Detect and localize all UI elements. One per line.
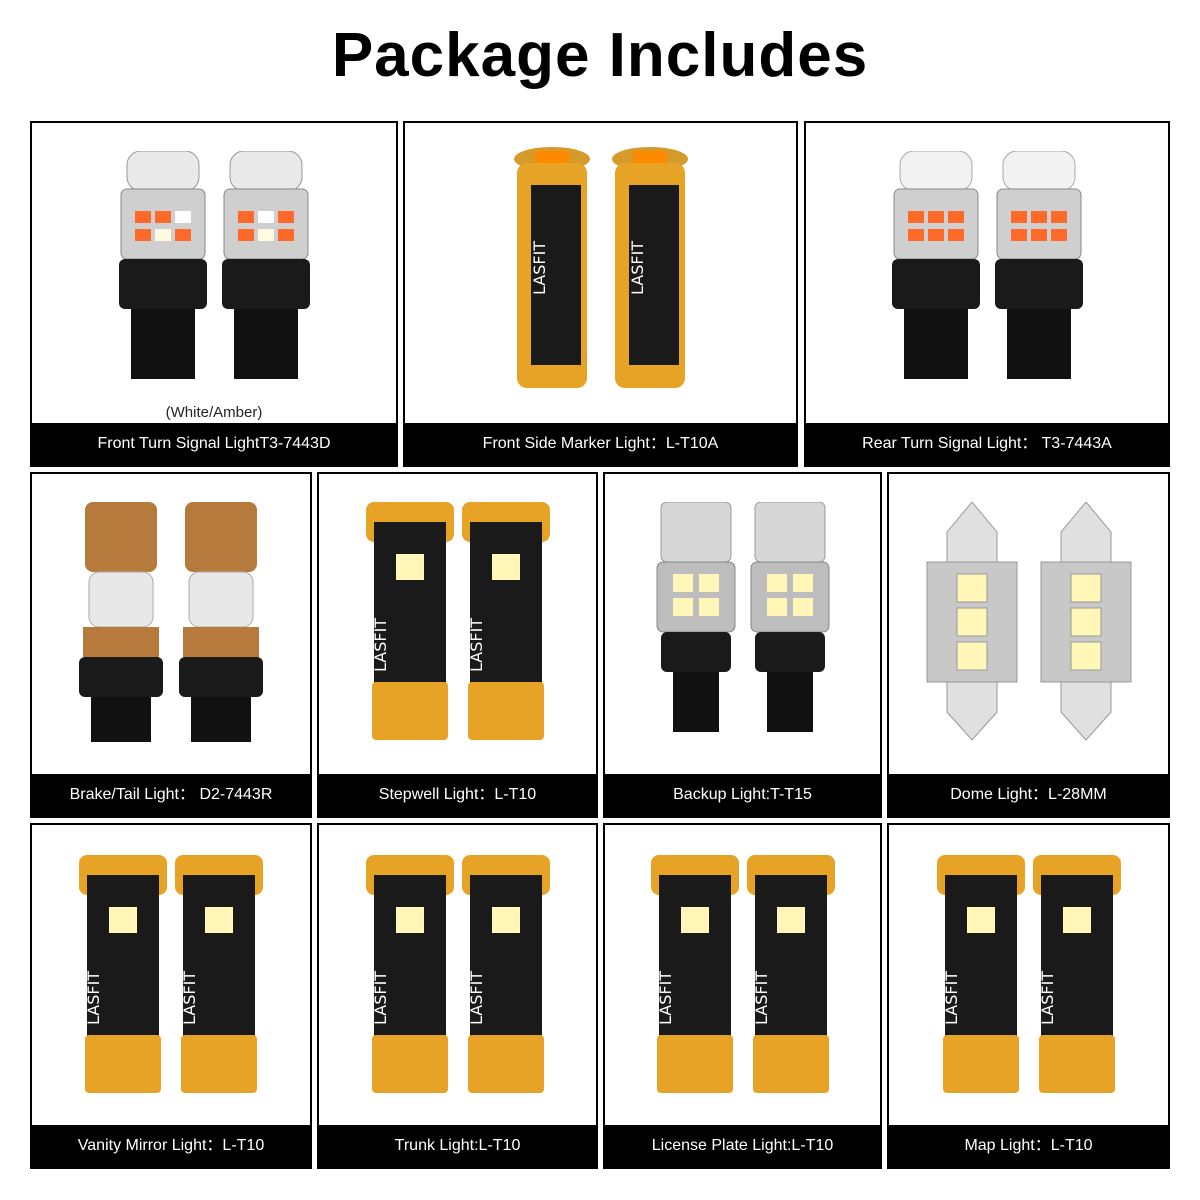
card-caption: Front Side Marker Light：L-T10A [405, 423, 796, 465]
brand-text: LASFIT [752, 971, 771, 1025]
bulb-pair: LASFIT LASFIT [319, 855, 596, 1095]
card-caption: Stepwell Light：L-T10 [319, 774, 596, 816]
product-card-license-plate: LASFIT LASFIT License Plate Light:L-T10 [603, 823, 882, 1169]
wedge-bulb-icon [79, 502, 163, 742]
bulb-pair [32, 502, 310, 742]
bulb-pair: LASFIT LASFIT [405, 145, 796, 395]
brand-text: LASFIT [1038, 971, 1057, 1025]
t10-bulb-icon: LASFIT [79, 855, 167, 1093]
brand-text: LASFIT [942, 971, 961, 1025]
bulb-pair: LASFIT LASFIT [32, 855, 310, 1095]
bulb-pair: LASFIT LASFIT [605, 855, 880, 1095]
card-caption: Vanity Mirror Light：L-T10 [32, 1125, 310, 1167]
t10-bulb-icon: LASFIT [650, 855, 739, 1093]
t10-bulb-icon: LASFIT [746, 855, 835, 1093]
card-caption: Trunk Light:L-T10 [319, 1125, 596, 1167]
product-card-front-turn-signal: (White/Amber) Front Turn Signal LightT3-… [30, 121, 398, 467]
t10-bulb-icon: LASFIT [365, 855, 454, 1093]
product-card-backup: Backup Light:T-T15 [603, 472, 882, 818]
product-card-front-side-marker: LASFIT LASFIT Front Side Marker Light：L-… [403, 121, 798, 467]
wedge-bulb-icon [119, 151, 207, 379]
wedge-bulb-icon [179, 502, 263, 742]
t15-bulb-icon [750, 502, 829, 732]
brand-text: LASFIT [467, 618, 486, 672]
t15-bulb-icon [656, 502, 735, 732]
t10-bulb-icon: LASFIT [611, 147, 688, 388]
brand-text: LASFIT [656, 971, 675, 1025]
bulb-pair [605, 502, 880, 742]
t10-bulb-icon: LASFIT [936, 855, 1025, 1093]
t10-bulb-icon: LASFIT [175, 855, 263, 1093]
t10-bulb-icon: LASFIT [513, 147, 590, 388]
card-caption: Brake/Tail Light： D2-7443R [32, 774, 310, 816]
card-caption: License Plate Light:L-T10 [605, 1125, 880, 1167]
bulb-pair: LASFIT LASFIT [889, 855, 1168, 1095]
color-note: (White/Amber) [165, 404, 263, 421]
wedge-bulb-icon [995, 151, 1083, 379]
t10-bulb-icon: LASFIT [461, 502, 550, 740]
card-caption: Backup Light:T-T15 [605, 774, 880, 816]
bulb-pair [889, 502, 1168, 742]
product-card-vanity-mirror: LASFIT LASFIT Vanity Mirror Light：L-T10 [30, 823, 312, 1169]
t10-bulb-icon: LASFIT [365, 502, 454, 740]
brand-text: LASFIT [467, 971, 486, 1025]
product-card-stepwell: LASFIT LASFIT Stepwell Light：L-T10 [317, 472, 598, 818]
card-caption: Dome Light：L-28MM [889, 774, 1168, 816]
brand-text: LASFIT [628, 241, 647, 295]
t10-bulb-icon: LASFIT [461, 855, 550, 1093]
brand-text: LASFIT [180, 971, 199, 1025]
product-card-rear-turn-signal: Rear Turn Signal Light： T3-7443A [804, 121, 1170, 467]
product-card-brake-tail: Brake/Tail Light： D2-7443R [30, 472, 312, 818]
card-caption: Rear Turn Signal Light： T3-7443A [806, 423, 1168, 465]
card-caption: Map Light：L-T10 [889, 1125, 1168, 1167]
page-title: Package Includes [331, 21, 869, 90]
festoon-bulb-icon [926, 502, 1017, 741]
wedge-bulb-icon [892, 151, 980, 379]
bulb-pair [32, 151, 396, 396]
wedge-bulb-icon [222, 151, 310, 379]
product-card-map: LASFIT LASFIT Map Light：L-T10 [887, 823, 1170, 1169]
bulb-pair: LASFIT LASFIT [319, 502, 596, 742]
bulb-pair [806, 151, 1168, 396]
card-caption: Front Turn Signal LightT3-7443D [32, 423, 396, 465]
brand-text: LASFIT [84, 971, 103, 1025]
brand-text: LASFIT [371, 971, 390, 1025]
t10-bulb-icon: LASFIT [1032, 855, 1121, 1093]
brand-text: LASFIT [530, 241, 549, 295]
festoon-bulb-icon [1040, 502, 1131, 741]
brand-text: LASFIT [371, 618, 390, 672]
product-card-dome: Dome Light：L-28MM [887, 472, 1170, 818]
product-card-trunk: LASFIT LASFIT Trunk Light:L-T10 [317, 823, 598, 1169]
